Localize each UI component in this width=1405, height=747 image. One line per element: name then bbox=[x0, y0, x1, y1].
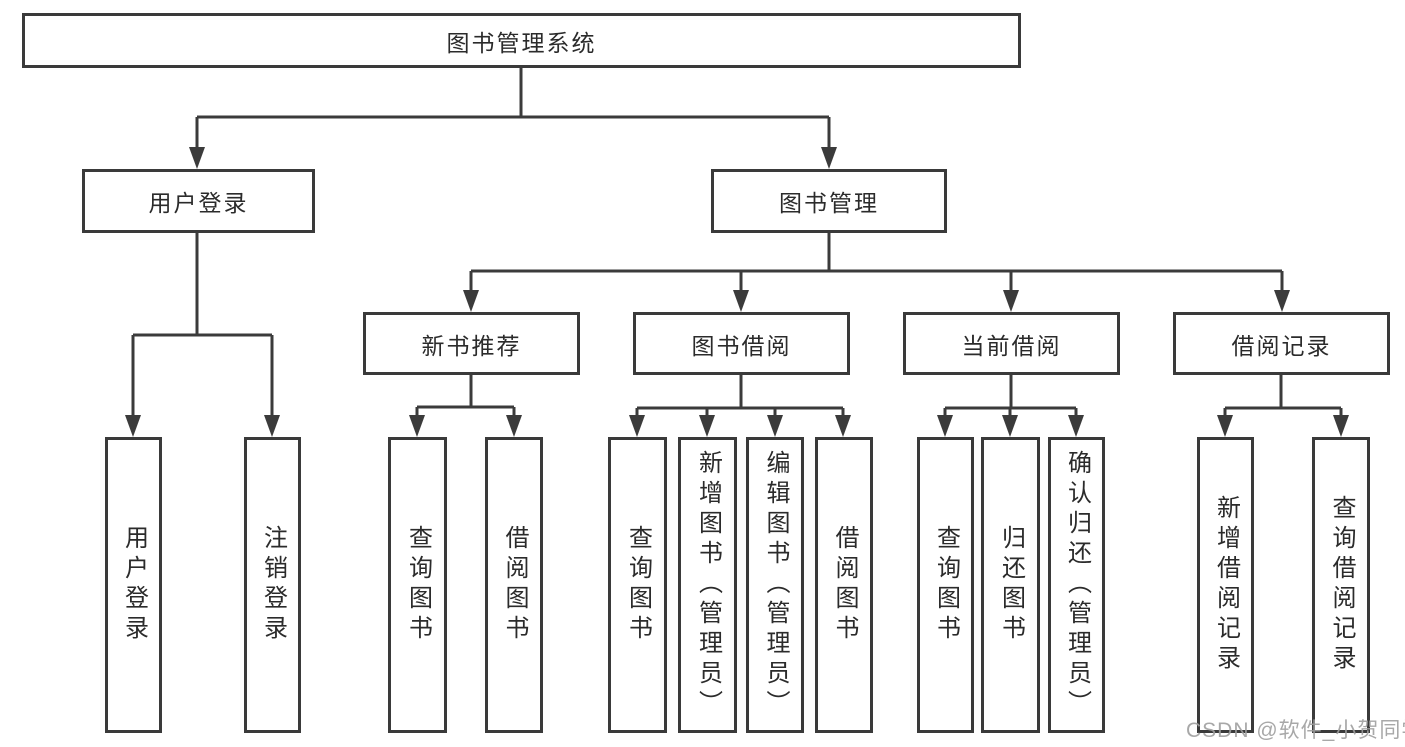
leaf-query-books-current-label: 查询图书 bbox=[932, 525, 960, 645]
leaf-query-borrow-record: 查询借阅记录 bbox=[1312, 437, 1370, 733]
leaf-return-books: 归还图书 bbox=[981, 437, 1040, 733]
arrowhead-leaf-add-books bbox=[699, 415, 715, 437]
arrowhead-leaf-logout bbox=[264, 415, 280, 437]
node-borrowing-records: 借阅记录 bbox=[1173, 312, 1390, 375]
node-current-borrowing-label: 当前借阅 bbox=[961, 332, 1062, 359]
arrowhead-borrowing-records bbox=[1274, 290, 1290, 312]
leaf-query-books-current: 查询图书 bbox=[917, 437, 974, 733]
arrowhead-leaf-query-recommend bbox=[409, 415, 425, 437]
leaf-confirm-return-admin: 确认归还（管理员） bbox=[1048, 437, 1105, 733]
leaf-query-books-recommend-label: 查询图书 bbox=[404, 525, 432, 645]
node-book-management: 图书管理 bbox=[711, 169, 947, 233]
arrowhead-leaf-query-current bbox=[937, 415, 953, 437]
leaf-return-books-label: 归还图书 bbox=[997, 525, 1025, 645]
node-current-borrowing: 当前借阅 bbox=[903, 312, 1120, 375]
node-user-login-label: 用户登录 bbox=[148, 190, 249, 216]
arrowhead-leaf-add-record bbox=[1217, 415, 1233, 437]
arrowhead-leaf-user-login bbox=[125, 415, 141, 437]
arrowhead-leaf-query-record bbox=[1333, 415, 1349, 437]
node-book-borrowing: 图书借阅 bbox=[633, 312, 850, 375]
leaf-logout: 注销登录 bbox=[244, 437, 301, 733]
node-new-book-recommend: 新书推荐 bbox=[363, 312, 580, 375]
leaf-borrow-books-label: 借阅图书 bbox=[831, 525, 858, 645]
leaf-borrow-books: 借阅图书 bbox=[815, 437, 873, 733]
arrowhead-leaf-query-borrowing bbox=[629, 415, 645, 437]
arrowhead-user-login bbox=[189, 147, 205, 169]
leaf-logout-label: 注销登录 bbox=[259, 525, 287, 645]
arrowhead-book-borrowing bbox=[733, 290, 749, 312]
leaf-borrow-books-recommend: 借阅图书 bbox=[485, 437, 543, 733]
node-new-book-recommend-label: 新书推荐 bbox=[421, 332, 522, 359]
node-root: 图书管理系统 bbox=[22, 13, 1021, 68]
leaf-borrow-books-recommend-label: 借阅图书 bbox=[501, 525, 528, 645]
arrowhead-new-book-recommend bbox=[463, 290, 479, 312]
leaf-add-borrow-record-label: 新增借阅记录 bbox=[1212, 495, 1240, 675]
leaf-query-books-borrowing: 查询图书 bbox=[608, 437, 667, 733]
node-root-label: 图书管理系统 bbox=[446, 29, 597, 56]
arrowhead-current-borrowing bbox=[1003, 290, 1019, 312]
arrowhead-leaf-edit-books bbox=[767, 415, 783, 437]
arrowhead-leaf-confirm-return bbox=[1068, 415, 1084, 437]
leaf-add-borrow-record: 新增借阅记录 bbox=[1197, 437, 1254, 733]
arrowhead-leaf-borrow-recommend bbox=[506, 415, 522, 437]
leaf-confirm-return-admin-label: 确认归还（管理员） bbox=[1063, 450, 1091, 720]
leaf-add-books-admin: 新增图书（管理员） bbox=[678, 437, 737, 733]
leaf-edit-books-admin: 编辑图书（管理员） bbox=[746, 437, 804, 733]
csdn-watermark: CSDN @软件_小贺同学 bbox=[1186, 719, 1405, 742]
arrowhead-leaf-return-books bbox=[1002, 415, 1018, 437]
leaf-edit-books-admin-label: 编辑图书（管理员） bbox=[762, 450, 789, 720]
leaf-query-borrow-record-label: 查询借阅记录 bbox=[1328, 495, 1355, 675]
arrowhead-book-management bbox=[821, 147, 837, 169]
arrowheads bbox=[125, 147, 1349, 437]
leaf-add-books-admin-label: 新增图书（管理员） bbox=[694, 450, 722, 720]
node-borrowing-records-label: 借阅记录 bbox=[1231, 332, 1332, 359]
arrowhead-leaf-borrow-books bbox=[835, 415, 851, 437]
node-book-management-label: 图书管理 bbox=[779, 190, 879, 216]
node-book-borrowing-label: 图书借阅 bbox=[691, 332, 792, 359]
leaf-query-books-borrowing-label: 查询图书 bbox=[624, 525, 652, 645]
leaf-user-login: 用户登录 bbox=[105, 437, 162, 733]
node-user-login: 用户登录 bbox=[82, 169, 315, 233]
leaf-query-books-recommend: 查询图书 bbox=[388, 437, 447, 733]
leaf-user-login-label: 用户登录 bbox=[120, 525, 148, 645]
